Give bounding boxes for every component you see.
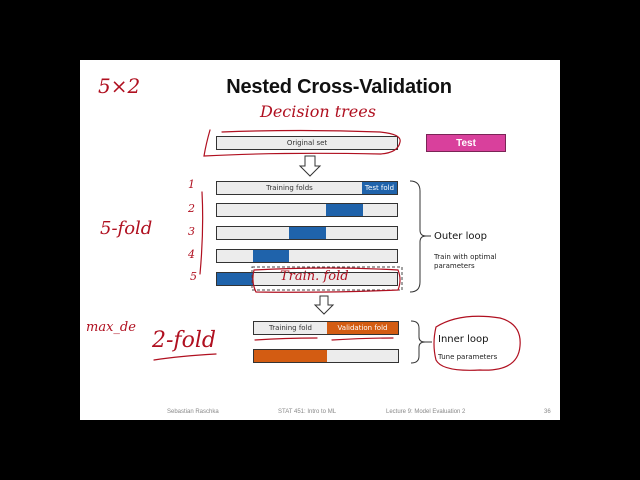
test-set-box: Test: [426, 134, 506, 152]
annotation-fold-number-3: 3: [188, 225, 195, 238]
annotation-fold-number-5: 5: [190, 270, 197, 283]
validation-fold-segment: [254, 350, 327, 362]
annotation-fold-number-1: 1: [188, 178, 195, 191]
test-fold-segment: [289, 227, 326, 239]
inner-fold-row-2: [253, 349, 399, 363]
annotation-2-fold: 2-fold: [152, 328, 216, 353]
slide: Nested Cross-Validation Original set Tes…: [80, 60, 560, 420]
training-fold-label: Training fold: [269, 324, 312, 332]
outer-loop-title: Outer loop: [434, 231, 487, 242]
annotation-train-fold: Train. fold: [280, 269, 349, 284]
footer-author: Sebastian Raschka: [167, 409, 219, 415]
outer-fold-row-2: [216, 203, 398, 217]
slide-title: Nested Cross-Validation: [226, 76, 452, 98]
diagram-lines: [251, 180, 432, 364]
footer-course: STAT 451: Intro to ML: [278, 409, 337, 415]
outer-fold-row-5: [216, 272, 398, 286]
annotation-fold-number-4: 4: [188, 248, 195, 261]
down-arrow-icon: [298, 155, 322, 177]
outer-loop-subtitle: Train with optimal parameters: [434, 253, 497, 270]
test-fold-segment: [217, 273, 253, 285]
validation-fold-segment: [327, 322, 398, 334]
inner-fold-row-1: Training fold Validation fold: [253, 321, 399, 335]
annotation-fold-number-2: 2: [188, 202, 195, 215]
inner-loop-title: Inner loop: [438, 334, 489, 345]
annotation-5-fold: 5-fold: [100, 218, 153, 239]
annotation-decision-trees: Decision trees: [260, 102, 376, 121]
test-fold-segment: [253, 250, 289, 262]
original-set-bar: Original set: [216, 136, 398, 150]
original-set-label: Original set: [286, 139, 328, 147]
outer-fold-row-3: [216, 226, 398, 240]
annotation-strokes: [153, 129, 521, 371]
test-fold-segment: [326, 204, 363, 216]
validation-fold-label: Validation fold: [337, 324, 388, 332]
annotation-max-depth: max_de: [86, 320, 136, 335]
test-label: Test: [456, 137, 476, 149]
outer-fold-row-4: [216, 249, 398, 263]
inner-loop-subtitle: Tune parameters: [438, 353, 498, 361]
test-fold-segment: [362, 182, 397, 194]
outer-fold-row-1: Training folds Test fold: [216, 181, 398, 195]
training-folds-label: Training folds: [266, 184, 313, 192]
footer-page-number: 36: [544, 409, 551, 415]
test-fold-label: Test fold: [364, 184, 395, 192]
annotation-5x2: 5×2: [98, 74, 141, 98]
footer-lecture: Lecture 9: Model Evaluation 2: [386, 409, 466, 415]
